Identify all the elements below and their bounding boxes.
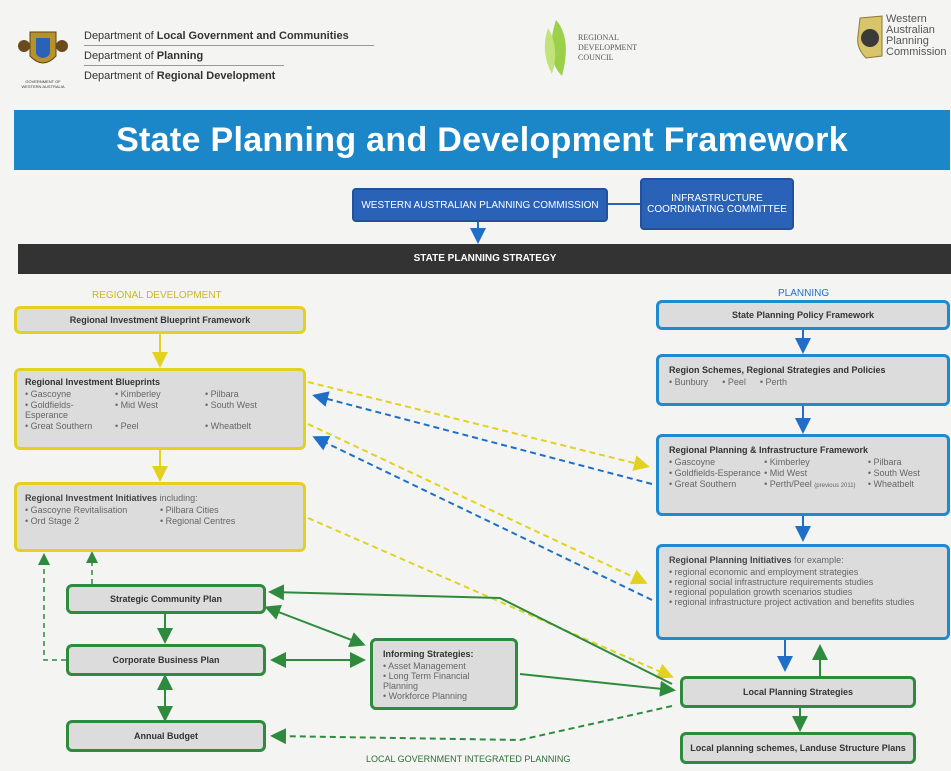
wapc-logo-text: Western Australian Planning Commission	[886, 13, 947, 58]
initiatives-to-localstrat-yellow	[307, 517, 674, 679]
infra-list: • Gascoyne • Kimberley • Pilbara • Goldf…	[669, 457, 937, 489]
local-gov-integrated-planning-label: LOCAL GOVERNMENT INTEGRATED PLANNING	[366, 754, 571, 764]
gov-logo-caption: GOVERNMENT OF WESTERN AUSTRALIA	[21, 79, 65, 89]
planning-heading: PLANNING	[778, 288, 830, 299]
blueprints-list: • Gascoyne • Kimberley • Pilbara • Goldf…	[25, 389, 295, 431]
rdc-leaf-icon	[544, 20, 566, 76]
department-name: Planning	[156, 50, 204, 62]
rpi-title: Regional Planning Initiatives	[669, 555, 792, 565]
informing-strategies-box: Informing Strategies: • Asset Management…	[370, 638, 518, 710]
blueprints-title: Regional Investment Blueprints	[25, 377, 161, 387]
wa-map-icon	[857, 15, 883, 59]
local-planning-schemes-box: Local planning schemes, Landuse Structur…	[680, 732, 916, 764]
annual-budget-box: Annual Budget	[66, 720, 266, 752]
infra-note: (previous 2011)	[814, 483, 856, 489]
rdc-logo-text: REGIONAL DEVELOPMENT COUNCIL	[578, 33, 637, 62]
government-crest-logo: GOVERNMENT OF WESTERN AUSTRALIA	[16, 24, 70, 89]
region-schemes-box: Region Schemes, Regional Strategies and …	[656, 354, 950, 406]
list-item: • South West	[205, 400, 258, 410]
regional-development-heading: REGIONAL DEVELOPMENT	[92, 290, 222, 301]
schemes-title: Region Schemes, Regional Strategies and …	[669, 365, 886, 375]
department-prefix: Department of	[84, 70, 154, 82]
department-name: Local Government and Communities	[156, 30, 349, 42]
rdc-logo: REGIONAL DEVELOPMENT COUNCIL	[538, 16, 678, 80]
cbp-to-initiatives-dashed	[38, 553, 66, 661]
list-item: • Workforce Planning	[383, 691, 468, 701]
informing-to-localstrat-arrow	[519, 673, 676, 697]
list-item: • regional infrastructure project activa…	[669, 597, 915, 607]
informing-title: Informing Strategies:	[383, 649, 474, 659]
regional-initiatives-list: • Gascoyne Revitalisation • Pilbara Citi…	[25, 505, 295, 526]
list-item: • Wheatbelt	[867, 479, 915, 489]
state-planning-strategy-bar: STATE PLANNING STRATEGY	[18, 244, 951, 274]
list-item: • Ord Stage 2	[25, 516, 80, 526]
list-item: • Mid West	[115, 400, 158, 410]
list-item: • Perth	[759, 377, 788, 387]
infra-to-blueprints-blue	[312, 391, 653, 485]
policy-label: State Planning Policy Framework	[731, 310, 875, 320]
list-item: • South West	[867, 468, 920, 478]
scp-to-informing-arrow	[264, 604, 366, 648]
wapc-logo: Western Australian Planning Commission	[852, 12, 951, 76]
infra-title: Regional Planning & Infrastructure Frame…	[669, 445, 869, 455]
budget-dashed-link	[270, 705, 673, 745]
department-name: Regional Development	[156, 70, 276, 82]
list-item: • Asset Management	[383, 661, 466, 671]
regional-initiatives-suffix: including:	[159, 493, 198, 503]
page-title: State Planning and Development Framework	[14, 110, 950, 170]
regional-initiatives-heading: Regional Investment Initiatives includin…	[25, 493, 295, 503]
icc-box: INFRASTRUCTURE COORDINATING COMMITTEE	[640, 178, 794, 230]
list-item: • Wheatbelt	[205, 421, 252, 431]
schemes-list: • Bunbury • Peel • Perth	[669, 377, 937, 387]
list-item: • Gascoyne Revitalisation	[25, 505, 128, 515]
list-item: • Kimberley	[115, 389, 161, 399]
scp-localstrat-link	[268, 584, 673, 685]
list-item: • Gascoyne	[25, 389, 72, 399]
list-item: • Pilbara	[867, 457, 902, 467]
list-item: • regional economic and employment strat…	[669, 567, 859, 577]
local-planning-strategies-box: Local Planning Strategies	[680, 676, 916, 708]
list-item: • Great Southern	[25, 421, 93, 431]
list-item: • Mid West	[764, 468, 808, 478]
list-item: • Goldfields-Esperance	[669, 468, 761, 478]
regional-infra-framework-box: Regional Planning & Infrastructure Frame…	[656, 434, 950, 516]
list-item: • Goldfields-Esperance	[25, 400, 74, 420]
list-item: • Peel	[115, 421, 139, 431]
department-line: Department of Planning	[84, 50, 284, 66]
list-item: • Bunbury	[669, 377, 709, 387]
blueprints-to-infra-yellow	[307, 381, 650, 471]
list-item: • Long Term Financial Planning	[383, 671, 470, 691]
corporate-business-plan-box: Corporate Business Plan	[66, 644, 266, 676]
framework-label: Regional Investment Blueprint Framework	[69, 315, 251, 325]
list-item: • Regional Centres	[160, 516, 236, 526]
list-item: • regional population growth scenarios s…	[669, 587, 853, 597]
list-item: • regional social infrastructure require…	[669, 577, 874, 587]
regional-initiatives-box: Regional Investment Initiatives includin…	[14, 482, 306, 552]
department-line: Department of Regional Development	[84, 70, 374, 82]
regional-investment-framework-box: Regional Investment Blueprint Framework	[14, 306, 306, 334]
list-item: • Kimberley	[764, 457, 810, 467]
rpi-suffix: for example:	[794, 555, 844, 565]
rpi-to-blueprints-blue	[312, 436, 653, 601]
department-prefix: Department of	[84, 30, 154, 42]
rpi-heading: Regional Planning Initiatives for exampl…	[669, 555, 937, 565]
list-item: • Pilbara Cities	[160, 505, 219, 515]
department-list: Department of Local Government and Commu…	[84, 30, 374, 82]
list-item: • Peel	[722, 377, 746, 387]
blueprints-to-rpi-yellow	[307, 423, 648, 585]
list-item: • Perth/Peel (previous 2011)	[764, 479, 856, 489]
list-item: • Great Southern	[669, 479, 737, 489]
department-line: Department of Local Government and Commu…	[84, 30, 374, 46]
wapc-box: WESTERN AUSTRALIAN PLANNING COMMISSION	[352, 188, 608, 222]
department-prefix: Department of	[84, 50, 154, 62]
strategic-community-plan-box: Strategic Community Plan	[66, 584, 266, 614]
regional-planning-initiatives-box: Regional Planning Initiatives for exampl…	[656, 544, 950, 640]
regional-blueprints-box: Regional Investment Blueprints • Gascoyn…	[14, 368, 306, 450]
state-planning-policy-box: State Planning Policy Framework	[656, 300, 950, 330]
list-item: • Gascoyne	[669, 457, 716, 467]
regional-initiatives-title: Regional Investment Initiatives	[25, 493, 158, 503]
crest-icon	[18, 31, 68, 64]
list-item: • Pilbara	[205, 389, 239, 399]
